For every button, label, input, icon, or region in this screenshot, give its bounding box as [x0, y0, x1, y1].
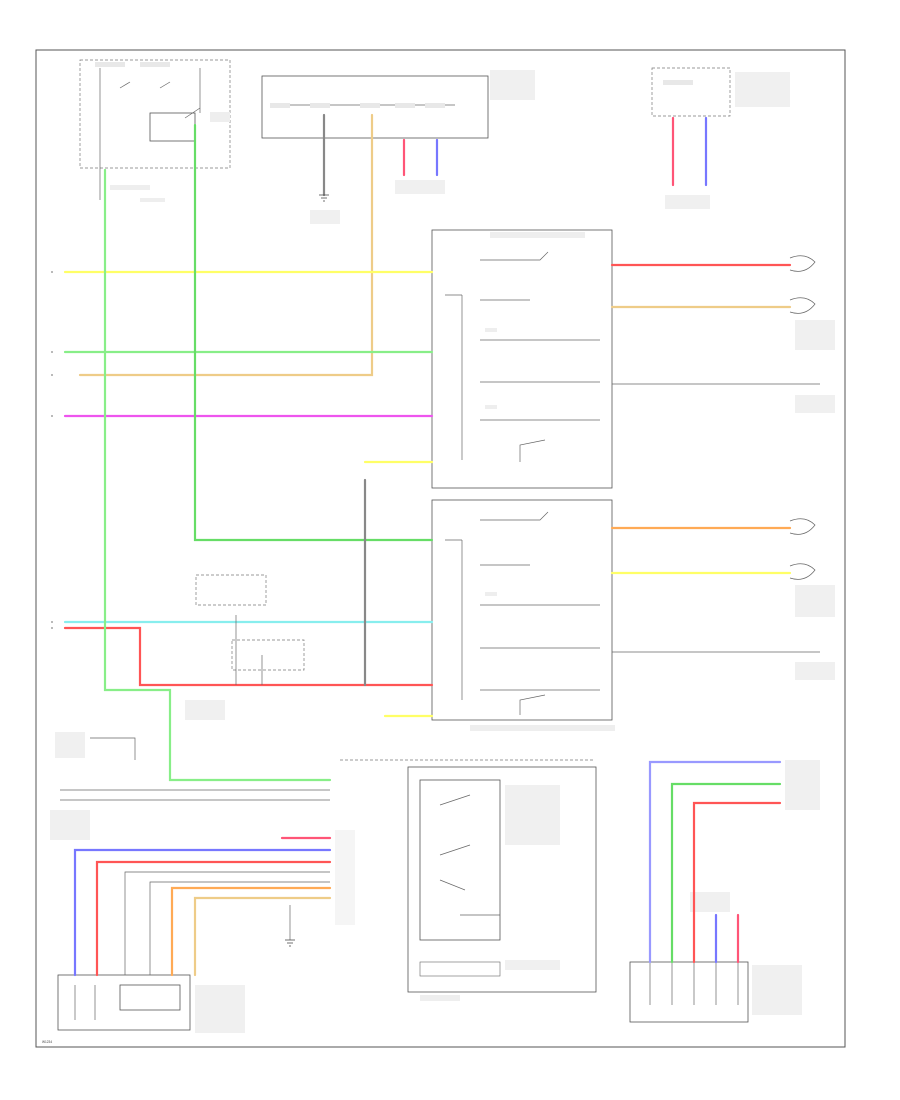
- lower-right-connector: [629, 892, 802, 1023]
- wire-lavender-right: [648, 760, 782, 964]
- left-power-window-switch: [431, 229, 613, 489]
- wire-tan-lower: [193, 896, 332, 977]
- wire-green-3: [103, 168, 332, 782]
- control-unit: [407, 766, 597, 1001]
- lower-relay-boxes: [185, 574, 305, 720]
- wire-tan-top: [78, 113, 374, 377]
- right-power-window-switch: [431, 499, 615, 731]
- wire-green-right: [670, 782, 782, 964]
- diagram-frame: [35, 49, 846, 1048]
- left-edge-pins: [51, 271, 53, 629]
- top-module-connector: [261, 70, 535, 139]
- top-right-connector: [651, 67, 790, 117]
- wire-green-2: [193, 123, 434, 542]
- wire-red-1: [63, 626, 434, 687]
- wire-orange-lower: [170, 886, 332, 977]
- wire-red-lower: [95, 860, 332, 977]
- wire-red-right: [692, 801, 782, 964]
- wire-blue-lower: [73, 848, 332, 977]
- diagram-code: W1234: [42, 1040, 52, 1044]
- timer-module: [57, 974, 245, 1033]
- motor-icon: [789, 255, 816, 580]
- fuse-relay-block: [79, 59, 231, 202]
